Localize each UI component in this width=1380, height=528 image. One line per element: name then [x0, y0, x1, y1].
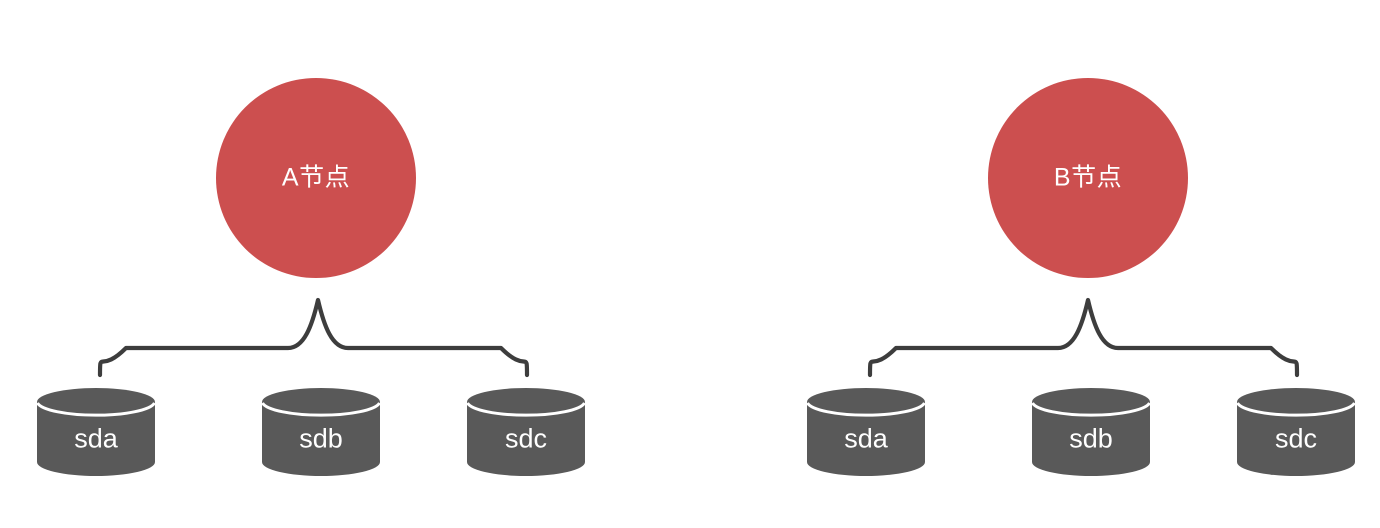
- disk-top-cap: [467, 388, 585, 416]
- disk-sdc[interactable]: [1236, 388, 1356, 476]
- disk-sdb[interactable]: [1031, 388, 1151, 476]
- disk-separator: [466, 402, 586, 417]
- disk-top-cap: [262, 388, 380, 416]
- disk-body: [1032, 402, 1150, 476]
- disk-body: [262, 402, 380, 476]
- disk-separator: [261, 402, 381, 417]
- disk-separator: [1031, 402, 1151, 417]
- disk-top-cap: [807, 388, 925, 416]
- brace-b: [867, 297, 1300, 378]
- disk-body: [467, 402, 585, 476]
- disk-top-cap: [1237, 388, 1355, 416]
- node-a[interactable]: [216, 78, 416, 278]
- disk-sda[interactable]: [806, 388, 926, 476]
- disk-body: [37, 402, 155, 476]
- disk-top-cap: [1032, 388, 1150, 416]
- group-a: [36, 78, 586, 476]
- disk-sdb[interactable]: [261, 388, 381, 476]
- disk-separator: [36, 402, 156, 417]
- group-b: [806, 78, 1356, 476]
- brace-a: [97, 297, 530, 378]
- disk-sdc[interactable]: [466, 388, 586, 476]
- disk-body: [807, 402, 925, 476]
- node-b[interactable]: [988, 78, 1188, 278]
- disk-body: [1237, 402, 1355, 476]
- disk-top-cap: [37, 388, 155, 416]
- disk-separator: [1236, 402, 1356, 417]
- disk-sda[interactable]: [36, 388, 156, 476]
- disk-separator: [806, 402, 926, 417]
